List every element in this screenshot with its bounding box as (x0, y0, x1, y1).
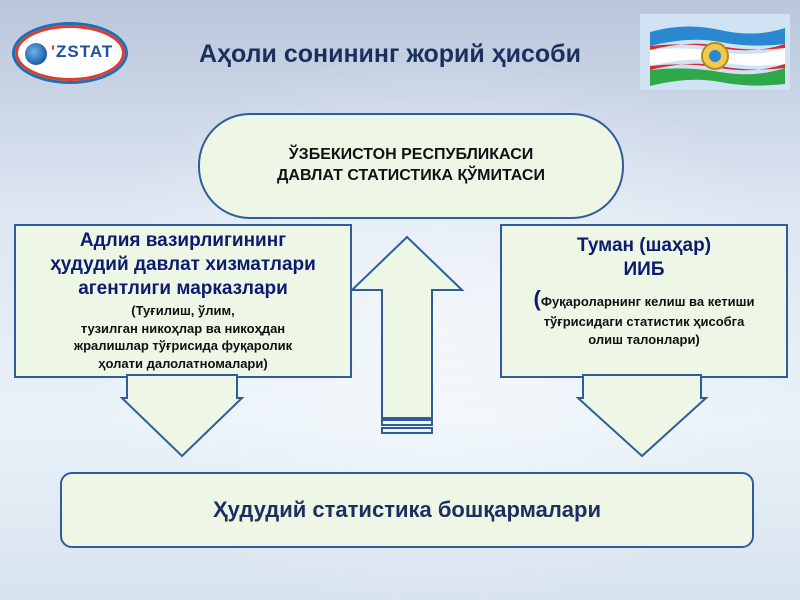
left-title-line-2: ҳудудий давлат хизматлари (50, 253, 316, 275)
arrow-down-left (119, 374, 245, 458)
uzbekistan-flag-map-icon (640, 14, 790, 90)
arrow-up-stripe-2 (381, 427, 433, 434)
logo-mark: ' (51, 42, 57, 61)
committee-line-2: ДАВЛАТ СТАТИСТИКА ҚЎМИТАСИ (277, 167, 545, 184)
committee-line-1: ЎЗБЕКИСТОН РЕСПУБЛИКАСИ (288, 146, 534, 164)
arrow-up-stripe-1 (381, 419, 433, 426)
state-statistics-committee-node: ЎЗБЕКИСТОН РЕСПУБЛИКАСИ ДАВЛАТ СТАТИСТИК… (198, 113, 624, 219)
left-title-line-3: агентлиги марказлари (78, 277, 288, 299)
left-note-line-1: (Туғилиш, ўлим, (131, 303, 235, 319)
arrow-up-center (349, 235, 465, 419)
logo-text: ZSTAT (56, 42, 114, 61)
district-police-node: Туман (шаҳар) ИИБ (Фуқароларнинг келиш в… (500, 224, 788, 378)
statistics-logo: 'ZSTAT (12, 22, 128, 84)
right-note-line-1: Фуқароларнинг келиш ва кетиши (540, 293, 755, 309)
left-note-line-4: ҳолати далолатномалари) (98, 355, 268, 371)
right-note-line-3: олиш талонлари) (588, 331, 700, 347)
right-title-line-1: Туман (шаҳар) (576, 235, 712, 256)
page-title: Аҳоли сонининг жорий ҳисоби (199, 40, 581, 68)
justice-ministry-centers-node: Адлия вазирлигининг ҳудудий давлат хизма… (14, 224, 352, 378)
globe-icon (25, 43, 47, 65)
left-note-line-2: тузилган никоҳлар ва никоҳдан (80, 320, 286, 336)
right-title-line-2: ИИБ (623, 258, 665, 280)
regional-statistics-label: Ҳудудий статистика бошқармалари (213, 497, 601, 522)
left-note-line-3: жралишлар тўғрисида фуқаролик (73, 338, 293, 354)
right-note-line-2: тўғрисидаги статистик ҳисобга (543, 314, 745, 330)
regional-statistics-departments-node: Ҳудудий статистика бошқармалари (60, 472, 754, 548)
right-note-paren: ( (533, 285, 541, 311)
arrow-down-right (575, 374, 709, 458)
left-title-line-1: Адлия вазирлигининг (79, 230, 287, 251)
